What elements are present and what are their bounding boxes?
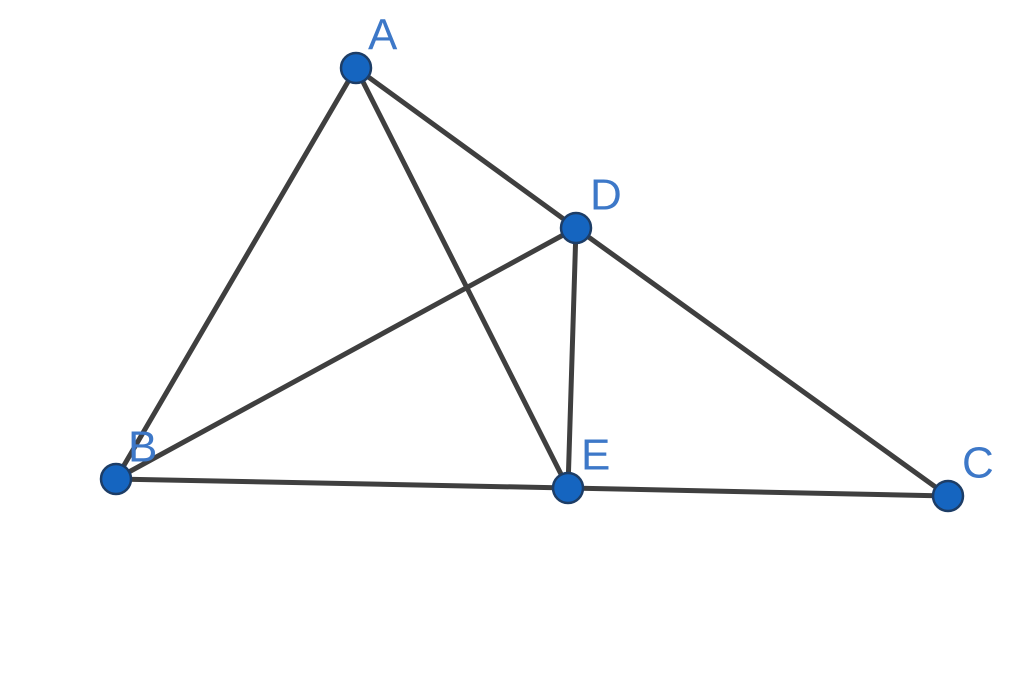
point-d xyxy=(559,211,593,245)
segment-dc xyxy=(573,225,951,499)
segment-bd xyxy=(113,225,579,482)
points xyxy=(99,51,965,513)
point-label-d: D xyxy=(590,171,622,220)
point-a xyxy=(339,51,373,85)
point-label-e: E xyxy=(581,431,610,480)
point-label-a: A xyxy=(368,11,398,60)
segment-ae xyxy=(353,65,571,491)
segment-ec xyxy=(565,485,951,499)
segment-de xyxy=(565,225,579,491)
point-label-b: B xyxy=(128,423,157,472)
segment-be xyxy=(113,476,571,491)
segments xyxy=(113,65,951,499)
point-e xyxy=(551,471,585,505)
segment-ad xyxy=(353,65,579,231)
segment-ab xyxy=(113,65,359,482)
point-c xyxy=(931,479,965,513)
point-labels: A B C D E xyxy=(128,11,994,488)
point-label-c: C xyxy=(962,439,994,488)
point-b xyxy=(99,462,133,496)
